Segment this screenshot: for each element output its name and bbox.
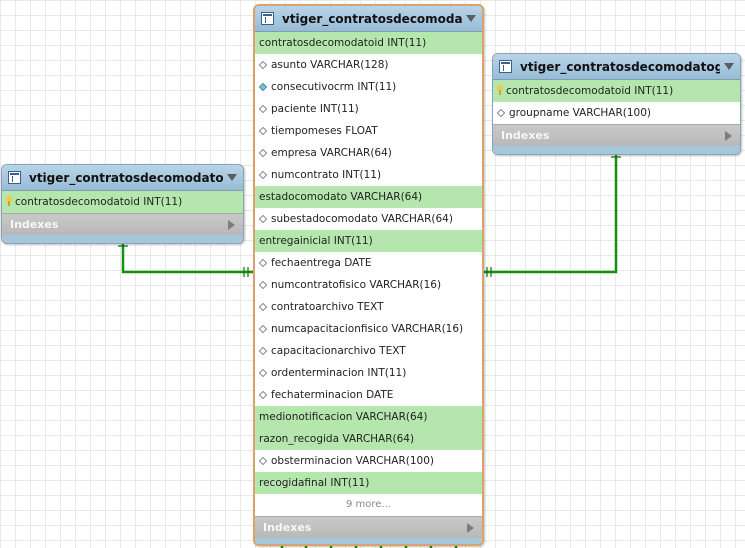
- indexes-section[interactable]: Indexes: [2, 213, 243, 235]
- table-contratosdecomodato[interactable]: vtiger_contratosdecomodato contratosdeco…: [253, 4, 484, 546]
- column-label: contratoarchivo TEXT: [271, 301, 384, 313]
- column-label: contratosdecomodatoid INT(11): [15, 196, 183, 208]
- column-row[interactable]: recogidafinal INT(11): [255, 472, 482, 494]
- expand-arrow-icon[interactable]: [467, 522, 474, 533]
- column-list: contratosdecomodatoid INT(11): [2, 191, 243, 213]
- column-row[interactable]: estadocomodato VARCHAR(64): [255, 186, 482, 208]
- column-label: numcapacitacionfisico VARCHAR(16): [271, 323, 464, 335]
- table-name: vtiger_contratosdecomodatocf: [29, 170, 223, 185]
- column-row[interactable]: medionotificacion VARCHAR(64): [255, 406, 482, 428]
- column-label: numcontratofisico VARCHAR(16): [271, 279, 442, 291]
- nullable-column-icon: [258, 346, 268, 356]
- nullable-column-icon: [258, 280, 268, 290]
- column-label: obsterminacion VARCHAR(100): [271, 455, 435, 467]
- column-row[interactable]: contratosdecomodatoid INT(11): [493, 80, 740, 102]
- not-null-column-icon: [258, 82, 268, 92]
- relationship-line-grouprel: [483, 151, 618, 274]
- table-footer: [255, 538, 482, 544]
- table-header[interactable]: vtiger_contratosdecomodato: [255, 6, 482, 32]
- column-row[interactable]: ordenterminacion INT(11): [255, 362, 482, 384]
- nullable-column-icon: [258, 170, 268, 180]
- column-row[interactable]: subestadocomodato VARCHAR(64): [255, 208, 482, 230]
- table-icon: [8, 171, 21, 184]
- column-label: fechaterminacion DATE: [271, 389, 394, 401]
- column-row[interactable]: paciente INT(11): [255, 98, 482, 120]
- column-row[interactable]: capacitacionarchivo TEXT: [255, 340, 482, 362]
- table-contratosdecomodatogrouprel[interactable]: vtiger_contratosdecomodatog... contratos…: [492, 53, 741, 155]
- column-label: contratosdecomodatoid INT(11): [259, 37, 427, 49]
- table-header[interactable]: vtiger_contratosdecomodatog...: [493, 54, 740, 80]
- nullable-column-icon: [258, 60, 268, 70]
- column-label: entregainicial INT(11): [259, 235, 373, 247]
- column-row[interactable]: groupname VARCHAR(100): [493, 102, 740, 124]
- column-label: recogidafinal INT(11): [259, 477, 370, 489]
- column-row[interactable]: contratoarchivo TEXT: [255, 296, 482, 318]
- nullable-column-icon: [258, 324, 268, 334]
- column-row[interactable]: numcapacitacionfisico VARCHAR(16): [255, 318, 482, 340]
- column-row[interactable]: tiempomeses FLOAT: [255, 120, 482, 142]
- indexes-label: Indexes: [501, 129, 550, 142]
- collapse-arrow-icon[interactable]: [724, 63, 734, 70]
- indexes-section[interactable]: Indexes: [255, 516, 482, 538]
- nullable-column-icon: [258, 148, 268, 158]
- indexes-label: Indexes: [263, 521, 312, 534]
- nullable-column-icon: [258, 302, 268, 312]
- indexes-section[interactable]: Indexes: [493, 124, 740, 146]
- column-row[interactable]: entregainicial INT(11): [255, 230, 482, 252]
- nullable-column-icon: [258, 214, 268, 224]
- column-label: contratosdecomodatoid INT(11): [506, 85, 674, 97]
- table-footer: [493, 146, 740, 154]
- column-row[interactable]: razon_recogida VARCHAR(64): [255, 428, 482, 450]
- nullable-column-icon: [258, 390, 268, 400]
- column-label: tiempomeses FLOAT: [271, 125, 378, 137]
- nullable-column-icon: [258, 368, 268, 378]
- indexes-label: Indexes: [10, 218, 59, 231]
- column-label: ordenterminacion INT(11): [271, 367, 407, 379]
- column-row[interactable]: obsterminacion VARCHAR(100): [255, 450, 482, 472]
- column-row[interactable]: fechaterminacion DATE: [255, 384, 482, 406]
- column-label: razon_recogida VARCHAR(64): [259, 433, 415, 445]
- column-row[interactable]: fechaentrega DATE: [255, 252, 482, 274]
- nullable-column-icon: [258, 456, 268, 466]
- nullable-column-icon: [258, 104, 268, 114]
- column-label: empresa VARCHAR(64): [271, 147, 392, 159]
- column-list: contratosdecomodatoid INT(11) asunto VARC…: [255, 32, 482, 494]
- column-row[interactable]: asunto VARCHAR(128): [255, 54, 482, 76]
- column-row[interactable]: numcontratofisico VARCHAR(16): [255, 274, 482, 296]
- column-label: consecutivocrm INT(11): [271, 81, 397, 93]
- collapse-arrow-icon[interactable]: [227, 174, 237, 181]
- nullable-column-icon: [258, 126, 268, 136]
- nullable-column-icon: [258, 258, 268, 268]
- collapse-arrow-icon[interactable]: [466, 15, 476, 22]
- column-row[interactable]: numcontrato INT(11): [255, 164, 482, 186]
- column-label: paciente INT(11): [271, 103, 359, 115]
- table-icon: [499, 60, 512, 73]
- column-row[interactable]: empresa VARCHAR(64): [255, 142, 482, 164]
- column-list: contratosdecomodatoid INT(11) groupname V…: [493, 80, 740, 124]
- table-icon: [261, 12, 274, 25]
- relationship-line-cf: [121, 240, 254, 274]
- table-header[interactable]: vtiger_contratosdecomodatocf: [2, 165, 243, 191]
- column-label: capacitacionarchivo TEXT: [271, 345, 406, 357]
- column-row[interactable]: contratosdecomodatoid INT(11): [2, 191, 243, 213]
- table-contratosdecomodatocf[interactable]: vtiger_contratosdecomodatocf contratosde…: [1, 164, 244, 244]
- column-label: asunto VARCHAR(128): [271, 59, 389, 71]
- column-label: numcontrato INT(11): [271, 169, 382, 181]
- expand-arrow-icon[interactable]: [725, 130, 732, 141]
- primary-key-icon: [6, 196, 12, 206]
- more-columns-link[interactable]: 9 more...: [346, 499, 391, 510]
- nullable-column-icon: [496, 108, 506, 118]
- column-label: fechaentrega DATE: [271, 257, 372, 269]
- column-label: groupname VARCHAR(100): [509, 107, 652, 119]
- column-label: medionotificacion VARCHAR(64): [259, 411, 428, 423]
- column-row[interactable]: contratosdecomodatoid INT(11): [255, 32, 482, 54]
- column-row[interactable]: consecutivocrm INT(11): [255, 76, 482, 98]
- primary-key-icon: [497, 85, 503, 95]
- table-name: vtiger_contratosdecomodatog...: [520, 59, 720, 74]
- table-name: vtiger_contratosdecomodato: [282, 11, 462, 26]
- column-label: subestadocomodato VARCHAR(64): [271, 213, 453, 225]
- expand-arrow-icon[interactable]: [228, 219, 235, 230]
- table-footer: [2, 235, 243, 243]
- column-label: estadocomodato VARCHAR(64): [259, 191, 423, 203]
